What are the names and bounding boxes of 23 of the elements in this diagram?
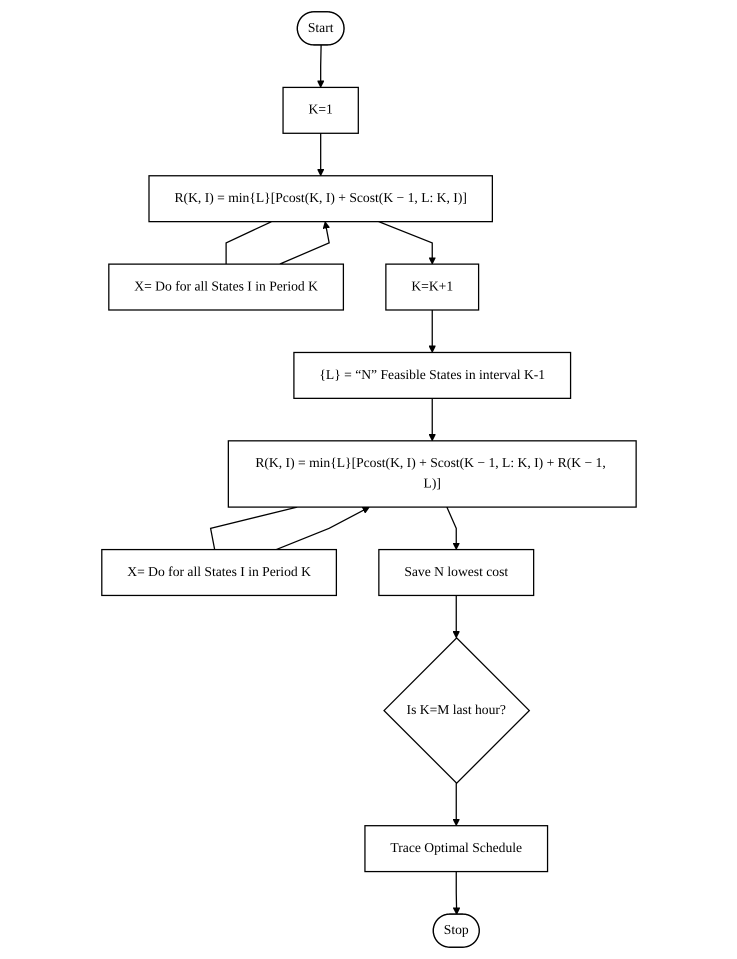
connector xyxy=(209,506,297,550)
arrow xyxy=(278,221,330,265)
node-box: Trace Optimal Schedule xyxy=(364,825,548,872)
arrow xyxy=(452,595,460,638)
node-box: R(K, I) = min{L}[Pcost(K, I) + Scost(K − 1, L: K, I)] xyxy=(148,175,493,222)
arrow xyxy=(316,133,324,176)
arrow xyxy=(316,45,324,88)
node-box: Save N lowest cost xyxy=(378,548,534,596)
connector xyxy=(225,221,272,264)
node-box: {L} = “N” Feasible States in interval K-1 xyxy=(292,352,571,399)
node-diamond: Is K=M last hour? xyxy=(382,637,530,784)
node-box: X= Do for all States I in Period K xyxy=(108,263,344,311)
arrow xyxy=(428,398,436,442)
node-box: K=1 xyxy=(282,86,358,134)
node-box: X= Do for all States I in Period K xyxy=(100,548,337,596)
arrow xyxy=(446,506,460,550)
arrow xyxy=(452,783,460,826)
node-box: K=K+1 xyxy=(384,263,479,311)
arrow xyxy=(378,221,436,264)
node-box: R(K, I) = min{L}[Pcost(K, I) + Scost(K − 1, L: K, I) + R(K − 1, L)] xyxy=(227,440,636,508)
arrow xyxy=(428,310,436,353)
arrow xyxy=(276,506,370,550)
arrow xyxy=(452,872,460,915)
